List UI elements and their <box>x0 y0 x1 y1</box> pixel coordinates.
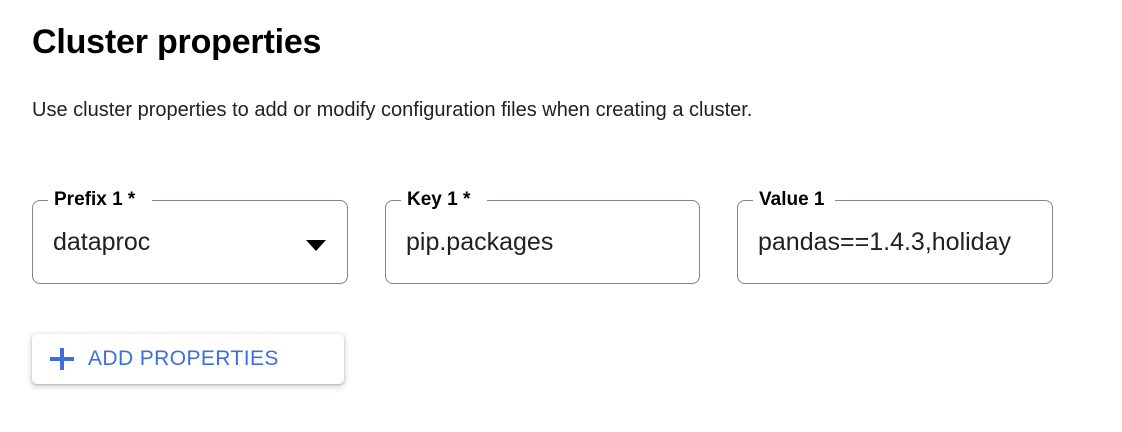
key-field-value[interactable]: pip.packages <box>406 228 554 256</box>
prefix-select-field[interactable]: Prefix 1 * dataproc <box>32 189 348 284</box>
plus-icon <box>50 347 74 371</box>
section-description: Use cluster properties to add or modify … <box>32 99 753 121</box>
chevron-down-icon[interactable] <box>306 240 326 251</box>
value-input-field[interactable]: Value 1 pandas==1.4.3,holiday <box>737 189 1053 284</box>
add-properties-button[interactable]: ADD PROPERTIES <box>32 334 344 384</box>
add-properties-button-label: ADD PROPERTIES <box>88 347 279 370</box>
prefix-field-label: Prefix 1 * <box>54 189 136 210</box>
page-title: Cluster properties <box>32 23 322 61</box>
key-input-field[interactable]: Key 1 * pip.packages <box>385 189 700 284</box>
key-field-label: Key 1 * <box>407 189 471 210</box>
prefix-field-value[interactable]: dataproc <box>53 228 151 256</box>
value-field-label: Value 1 <box>759 189 825 210</box>
value-field-value[interactable]: pandas==1.4.3,holiday <box>758 228 1011 256</box>
